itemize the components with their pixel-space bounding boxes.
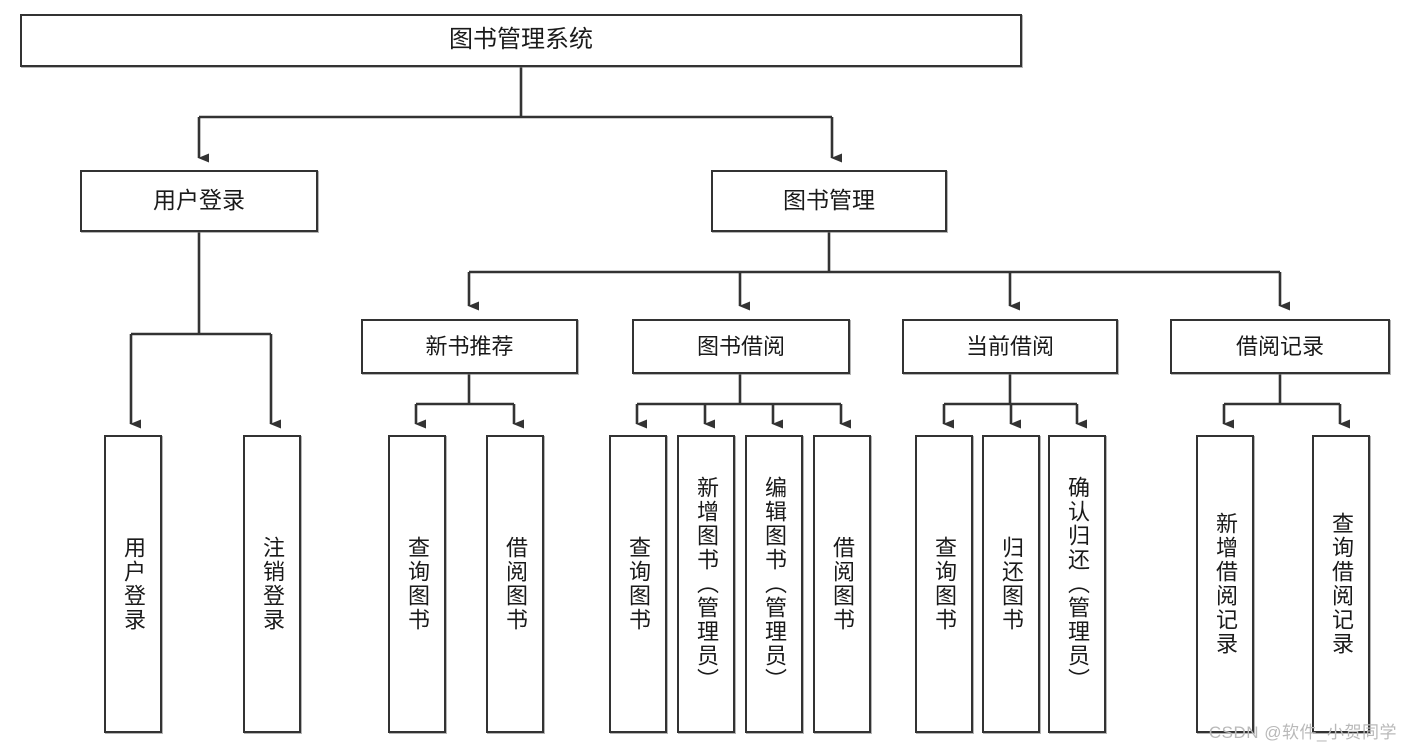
node-book-management[interactable]: 图书管理 bbox=[711, 170, 947, 232]
node-book-management-label: 图书管理 bbox=[783, 187, 875, 214]
leaf-borrow-record-query-label: 查询借阅记录 bbox=[1328, 512, 1354, 656]
node-current-borrow[interactable]: 当前借阅 bbox=[902, 319, 1118, 374]
leaf-current-borrow-confirm-return[interactable]: 确认归还（管理员） bbox=[1048, 435, 1106, 733]
leaf-book-borrow-query[interactable]: 查询图书 bbox=[609, 435, 667, 733]
leaf-current-borrow-query-label: 查询图书 bbox=[931, 536, 957, 632]
leaf-new-book-borrow[interactable]: 借阅图书 bbox=[486, 435, 544, 733]
leaf-book-borrow-lend[interactable]: 借阅图书 bbox=[813, 435, 871, 733]
node-book-borrow-label: 图书借阅 bbox=[696, 333, 785, 359]
leaf-user-login-login[interactable]: 用户登录 bbox=[104, 435, 162, 733]
node-borrow-record-label: 借阅记录 bbox=[1235, 333, 1324, 359]
node-borrow-record[interactable]: 借阅记录 bbox=[1170, 319, 1390, 374]
leaf-borrow-record-query[interactable]: 查询借阅记录 bbox=[1312, 435, 1370, 733]
leaf-book-borrow-edit[interactable]: 编辑图书（管理员） bbox=[745, 435, 803, 733]
watermark: CSDN @软件_小贺同学 bbox=[1208, 723, 1397, 742]
node-user-login[interactable]: 用户登录 bbox=[80, 170, 318, 232]
leaf-current-borrow-return-label: 归还图书 bbox=[998, 536, 1024, 632]
leaf-book-borrow-add-label: 新增图书（管理员） bbox=[693, 476, 719, 692]
node-current-borrow-label: 当前借阅 bbox=[965, 333, 1054, 359]
leaf-book-borrow-query-label: 查询图书 bbox=[625, 536, 651, 632]
node-root-label: 图书管理系统 bbox=[449, 26, 593, 54]
leaf-user-login-logout-label: 注销登录 bbox=[259, 536, 285, 632]
leaf-new-book-query[interactable]: 查询图书 bbox=[388, 435, 446, 733]
node-root[interactable]: 图书管理系统 bbox=[20, 14, 1022, 67]
leaf-user-login-login-label: 用户登录 bbox=[120, 536, 146, 632]
node-new-book-recommend-label: 新书推荐 bbox=[425, 333, 514, 359]
node-book-borrow[interactable]: 图书借阅 bbox=[632, 319, 850, 374]
leaf-new-book-query-label: 查询图书 bbox=[404, 536, 430, 632]
leaf-book-borrow-edit-label: 编辑图书（管理员） bbox=[761, 476, 787, 692]
leaf-current-borrow-confirm-return-label: 确认归还（管理员） bbox=[1064, 476, 1090, 692]
leaf-current-borrow-query[interactable]: 查询图书 bbox=[915, 435, 973, 733]
leaf-current-borrow-return[interactable]: 归还图书 bbox=[982, 435, 1040, 733]
leaf-borrow-record-add[interactable]: 新增借阅记录 bbox=[1196, 435, 1254, 733]
leaf-new-book-borrow-label: 借阅图书 bbox=[502, 536, 528, 632]
leaf-book-borrow-add[interactable]: 新增图书（管理员） bbox=[677, 435, 735, 733]
leaf-borrow-record-add-label: 新增借阅记录 bbox=[1212, 512, 1238, 656]
leaf-user-login-logout[interactable]: 注销登录 bbox=[243, 435, 301, 733]
leaf-book-borrow-lend-label: 借阅图书 bbox=[829, 536, 855, 632]
node-new-book-recommend[interactable]: 新书推荐 bbox=[361, 319, 578, 374]
node-user-login-label: 用户登录 bbox=[153, 187, 245, 214]
